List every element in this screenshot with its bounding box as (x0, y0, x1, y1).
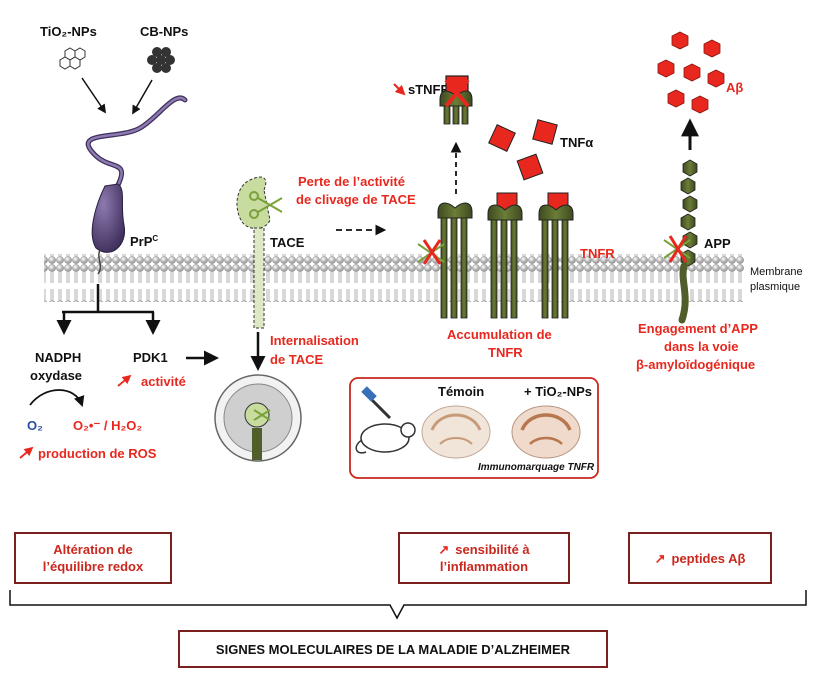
engagement-label-1: Engagement d’APP (638, 321, 758, 336)
brain-section-control (421, 405, 491, 459)
tace-label: TACE (270, 235, 305, 250)
increase-arrow-icon: ↗ (438, 542, 450, 557)
tnfa-label: TNFα (560, 135, 593, 150)
o2-label: O₂ (27, 418, 43, 433)
abeta-box-text: peptides Aβ (671, 550, 746, 566)
accumulation-label-1: Accumulation de (447, 327, 552, 342)
abeta-box: ↗ peptides Aβ (628, 532, 772, 584)
production-ros-label: production de ROS (38, 446, 157, 461)
tio2-panel-label: + TiO₂-NPs (524, 384, 592, 399)
increase-arrow-icon: ↗ (654, 550, 666, 566)
scissors-icon (249, 191, 283, 219)
tnf-alpha-trimers (488, 119, 558, 181)
brain-section-tio2 (511, 405, 581, 459)
stnfr-label: sTNFR (408, 82, 451, 97)
inflammation-box: ↗ sensibilité à l’inflammation (398, 532, 570, 584)
membrane-label-1: Membrane (750, 266, 803, 278)
endosome-vesicle (214, 374, 302, 462)
app-cleavage-icon (663, 235, 691, 263)
activite-label: activité (141, 374, 186, 389)
perte-label-1: Perte de l’activité (298, 174, 405, 189)
tio2-nps-label: TiO₂-NPs (40, 24, 97, 39)
soluble-tnfr (439, 75, 473, 125)
app-label: APP (704, 236, 731, 251)
engagement-label-3: β-amyloïdogénique (636, 357, 755, 372)
redox-box-line-1: Altération de (53, 542, 133, 557)
accumulation-label-2: TNFR (488, 345, 523, 360)
arrow-cb-to-prpc (132, 79, 153, 115)
increase-arrow-icon (117, 374, 132, 387)
internalisation-label-2: de TACE (270, 352, 324, 367)
increase-arrow-icon (19, 446, 34, 459)
decrease-arrow-icon (393, 83, 406, 96)
immunomarquage-label: Immunomarquage TNFR (478, 462, 595, 473)
tnfr-receptors (437, 192, 574, 319)
o2-products-label: O₂•⁻ / H₂O₂ (73, 418, 142, 433)
mouse-injection-icon (355, 386, 416, 454)
engagement-label-2: dans la voie (664, 339, 738, 354)
redox-curved-arrow (29, 389, 85, 408)
prpc-protein (85, 95, 188, 275)
prpc-label: PrPC (130, 234, 158, 249)
alzheimer-signs-box: SIGNES MOLECULAIRES DE LA MALADIE D’ALZH… (178, 630, 608, 668)
redox-box-line-2: l’équilibre redox (42, 559, 144, 574)
redox-box: Altération de l’équilibre redox (14, 532, 172, 584)
tnfr-label: TNFR (580, 246, 615, 261)
abeta-label: Aβ (726, 80, 743, 95)
perte-label-2: de clivage de TACE (296, 192, 416, 207)
blocked-cleavage-icon (417, 239, 445, 265)
cb-np-icon (147, 47, 175, 73)
arrow-tio2-to-prpc (81, 77, 107, 114)
tio2-np-icon (59, 47, 86, 70)
prpc-signaling-arrows (56, 284, 219, 366)
cb-nps-label: CB-NPs (140, 24, 188, 39)
inflammation-box-line-2: l’inflammation (439, 559, 529, 574)
internalisation-label-1: Internalisation (270, 333, 359, 348)
summary-brace (9, 590, 807, 620)
alzheimer-signs-text: SIGNES MOLECULAIRES DE LA MALADIE D’ALZH… (215, 641, 571, 657)
nadph-label-2: oxydase (30, 368, 82, 383)
nadph-label-1: NADPH (35, 350, 81, 365)
tace-enzyme (236, 176, 271, 329)
inflammation-box-line-1: sensibilité à (455, 542, 530, 557)
membrane-label-2: plasmique (750, 281, 800, 293)
abeta-peptides (657, 31, 725, 114)
plasma-membrane (44, 254, 744, 302)
temoin-label: Témoin (438, 384, 484, 399)
pdk1-label: PDK1 (133, 350, 168, 365)
